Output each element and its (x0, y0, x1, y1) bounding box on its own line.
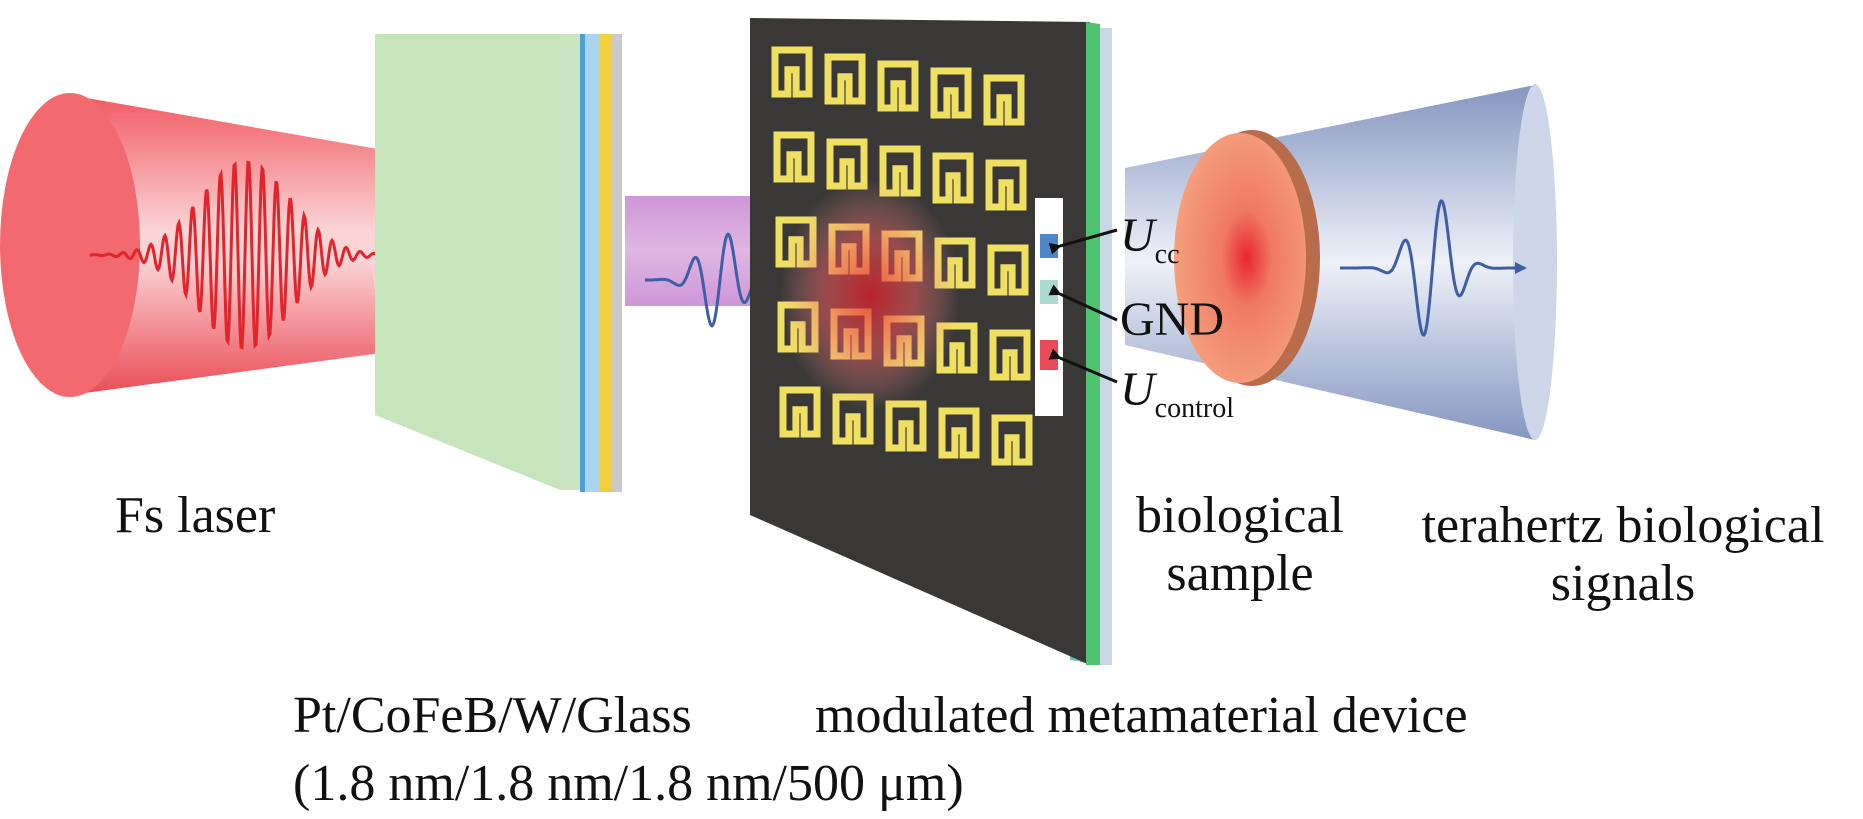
split-ring-resonator (877, 60, 919, 112)
ucc-pointer-arrow (1048, 228, 1118, 255)
fs-laser-label: Fs laser (115, 487, 276, 544)
split-ring-resonator (932, 152, 974, 204)
gnd-pointer-arrow (1048, 284, 1118, 322)
split-ring-resonator (987, 244, 1029, 296)
emitter-thickness-label: (1.8 nm/1.8 nm/1.8 nm/500 μm) (293, 755, 964, 812)
biological-sample-label: biological sample (1120, 490, 1360, 600)
ucc-symbol: U (1120, 209, 1155, 262)
split-ring-resonator (991, 414, 1033, 466)
biological-sample-line1: biological (1136, 487, 1344, 544)
ucontrol-pointer-arrow (1048, 348, 1118, 384)
ucc-subscript: cc (1154, 239, 1180, 270)
terahertz-signals-line2: signals (1550, 555, 1696, 612)
emitter-layers-label: Pt/CoFeB/W/Glass (293, 687, 692, 744)
device-label: modulated metamaterial device (815, 687, 1468, 744)
terahertz-signals-label: terahertz biological signals (1393, 500, 1853, 610)
split-ring-resonator (989, 329, 1031, 381)
split-ring-resonator (832, 393, 874, 445)
gnd-label: GND (1120, 293, 1224, 346)
split-ring-resonator (826, 138, 868, 190)
terahertz-emitter-plate (375, 34, 622, 492)
terahertz-output-wave (1340, 199, 1527, 337)
gnd-electrode-pad (1040, 280, 1058, 304)
ucontrol-electrode-pad (1040, 340, 1058, 370)
biological-sample-line2: sample (1166, 545, 1314, 602)
split-ring-resonator (824, 53, 866, 105)
laser-spot (780, 180, 960, 410)
ucontrol-label: Ucontrol (1120, 366, 1234, 423)
split-ring-resonator (885, 400, 927, 452)
ucontrol-subscript: control (1154, 393, 1234, 424)
split-ring-resonator (985, 159, 1027, 211)
split-ring-resonator (983, 74, 1025, 126)
split-ring-resonator (938, 407, 980, 459)
split-ring-resonator (779, 386, 821, 438)
split-ring-resonator (773, 131, 815, 183)
ucontrol-symbol: U (1120, 363, 1155, 416)
ucc-electrode-pad (1040, 234, 1058, 258)
split-ring-resonator (930, 67, 972, 119)
laser-pulse-wave (90, 160, 402, 350)
split-ring-resonator (771, 46, 813, 98)
ucc-label: Ucc (1120, 212, 1180, 269)
biological-sample-disc (1174, 130, 1320, 386)
split-ring-resonator (936, 322, 978, 374)
terahertz-signals-line1: terahertz biological (1421, 497, 1825, 554)
